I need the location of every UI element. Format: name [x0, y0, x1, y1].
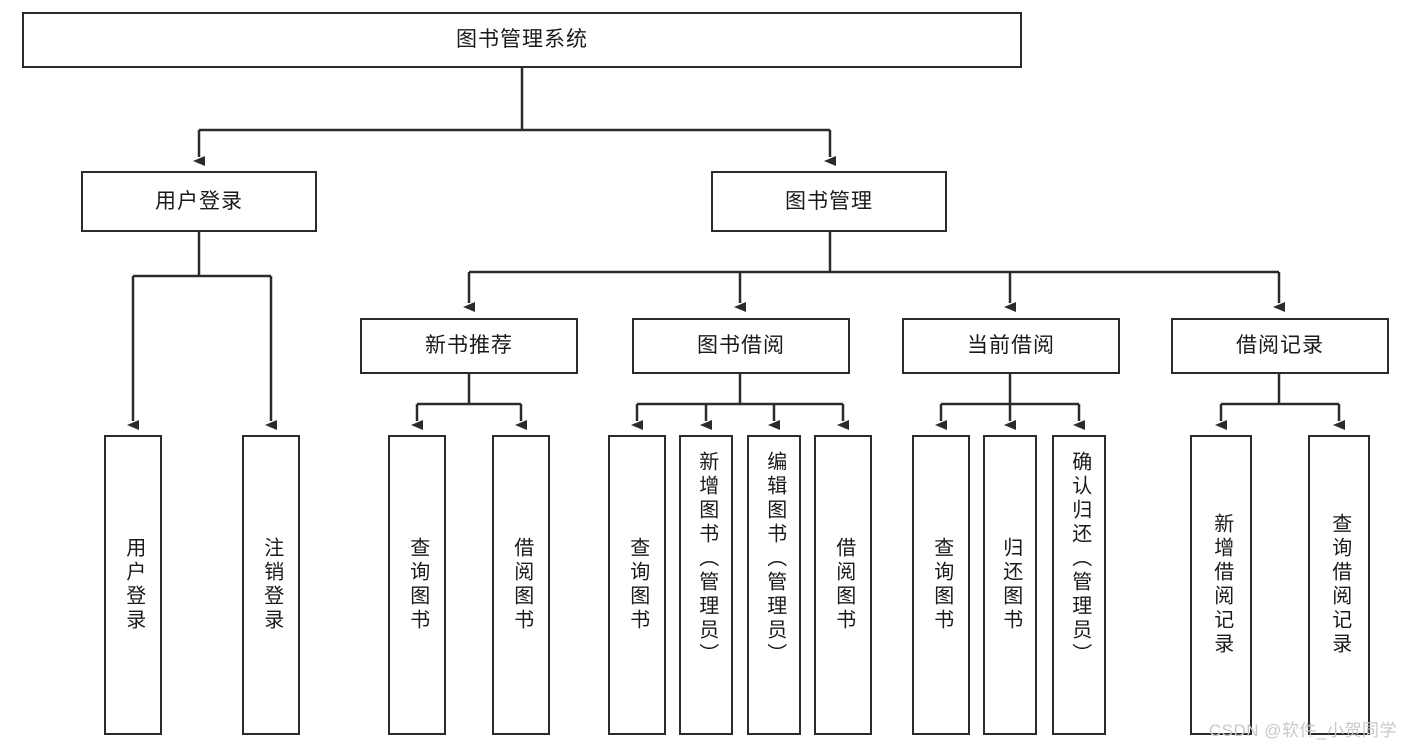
leaf-query-record[interactable]: 查询借阅记录: [1308, 435, 1370, 735]
leaf-query-book-3[interactable]: 查询图书: [912, 435, 970, 735]
leaf-user-login-label: 用户登录: [122, 537, 145, 633]
node-borrow-record[interactable]: 借阅记录: [1171, 318, 1389, 374]
leaf-borrow-book-1[interactable]: 借阅图书: [492, 435, 550, 735]
node-new-book-rec[interactable]: 新书推荐: [360, 318, 578, 374]
leaf-query-book-1[interactable]: 查询图书: [388, 435, 446, 735]
node-book-borrow-label: 图书借阅: [697, 334, 785, 358]
leaf-return-book[interactable]: 归还图书: [983, 435, 1037, 735]
node-current-borrow[interactable]: 当前借阅: [902, 318, 1120, 374]
leaf-query-book-2[interactable]: 查询图书: [608, 435, 666, 735]
leaf-logout[interactable]: 注销登录: [242, 435, 300, 735]
leaf-borrow-book-2-label: 借阅图书: [832, 537, 855, 633]
leaf-confirm-return-label: 确认归还（管理员）: [1068, 451, 1091, 667]
leaf-query-book-3-label: 查询图书: [930, 537, 953, 633]
leaf-user-login[interactable]: 用户登录: [104, 435, 162, 735]
leaf-logout-label: 注销登录: [260, 537, 283, 633]
leaf-query-book-1-label: 查询图书: [406, 537, 429, 633]
leaf-borrow-book-1-label: 借阅图书: [510, 537, 533, 633]
node-book-manage-label: 图书管理: [785, 189, 873, 213]
node-book-borrow[interactable]: 图书借阅: [632, 318, 850, 374]
leaf-edit-book[interactable]: 编辑图书（管理员）: [747, 435, 801, 735]
node-user-login[interactable]: 用户登录: [81, 171, 317, 232]
node-root-label: 图书管理系统: [456, 28, 588, 52]
node-root[interactable]: 图书管理系统: [22, 12, 1022, 68]
leaf-query-book-2-label: 查询图书: [626, 537, 649, 633]
csdn-watermark: CSDN @软件_小贺同学: [1208, 721, 1397, 740]
leaf-query-record-label: 查询借阅记录: [1328, 513, 1351, 657]
leaf-borrow-book-2[interactable]: 借阅图书: [814, 435, 872, 735]
leaf-confirm-return[interactable]: 确认归还（管理员）: [1052, 435, 1106, 735]
node-book-manage[interactable]: 图书管理: [711, 171, 947, 232]
leaf-add-record-label: 新增借阅记录: [1210, 513, 1233, 657]
node-new-book-rec-label: 新书推荐: [425, 334, 513, 358]
leaf-add-book-label: 新增图书（管理员）: [695, 451, 718, 667]
node-borrow-record-label: 借阅记录: [1236, 334, 1324, 358]
leaf-add-record[interactable]: 新增借阅记录: [1190, 435, 1252, 735]
node-current-borrow-label: 当前借阅: [967, 334, 1055, 358]
node-user-login-label: 用户登录: [155, 189, 243, 213]
leaf-edit-book-label: 编辑图书（管理员）: [763, 451, 786, 667]
leaf-return-book-label: 归还图书: [999, 537, 1022, 633]
leaf-add-book[interactable]: 新增图书（管理员）: [679, 435, 733, 735]
